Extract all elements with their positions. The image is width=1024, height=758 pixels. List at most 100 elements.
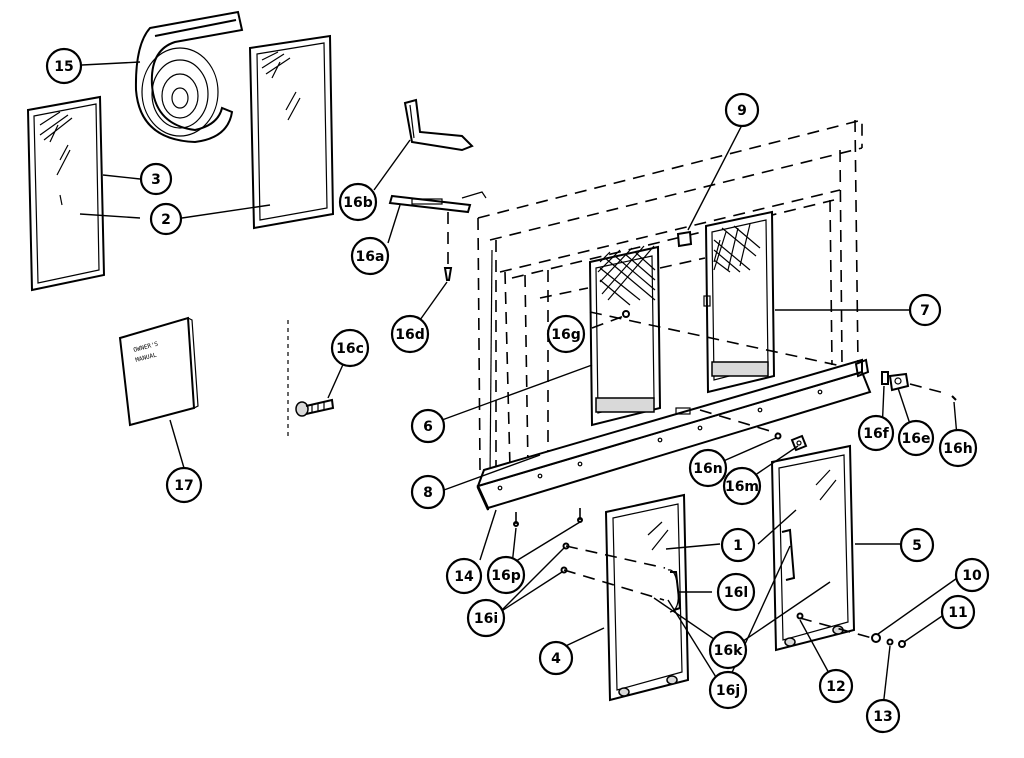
callout-6: 6: [410, 408, 446, 444]
latch-parts: [699, 409, 808, 452]
callout-16m: 16m: [722, 466, 762, 506]
callout-12: 12: [818, 668, 854, 704]
callout-number: 2: [161, 212, 171, 228]
callout-circle: [857, 414, 895, 452]
callout-number: 15: [54, 59, 73, 75]
callout-circle: [538, 640, 574, 676]
callout-number: 16l: [724, 585, 748, 601]
callout-circle: [350, 236, 390, 276]
callout-number: 1: [733, 538, 743, 554]
callout-number: 7: [920, 303, 930, 319]
callout-number: 9: [737, 103, 747, 119]
callout-circle: [165, 466, 203, 504]
mesh-screen-left: [588, 245, 662, 427]
callout-16h: 16h: [938, 428, 978, 468]
gasket-roll: [134, 10, 244, 144]
callout-16e: 16e: [897, 419, 935, 457]
callout-circle: [720, 527, 756, 563]
callout-number: 16h: [943, 441, 972, 457]
callout-16a: 16a: [350, 236, 390, 276]
callout-number: 5: [912, 538, 922, 554]
callout-circle: [908, 293, 942, 327]
bracket-upper: [403, 98, 474, 152]
callout-circle: [897, 419, 935, 457]
callout-15: 15: [45, 47, 83, 85]
callout-circle: [149, 202, 183, 236]
callout-number: 16b: [343, 195, 373, 211]
callout-number: 16p: [491, 568, 521, 584]
screw-small: [443, 212, 453, 281]
callout-circle: [865, 698, 901, 734]
callout-number: 16c: [336, 341, 364, 357]
callout-circle: [899, 527, 935, 563]
callout-number: 16e: [902, 431, 931, 447]
callout-number: 6: [423, 419, 433, 435]
callout-number: 16a: [356, 249, 385, 265]
callout-1: 1: [720, 527, 756, 563]
callout-number: 14: [454, 569, 474, 585]
callout-circle: [330, 328, 370, 368]
callout-9: 9: [724, 92, 760, 128]
callout-16k: 16k: [708, 630, 748, 670]
glass-panel-left: [26, 95, 106, 292]
hinge-hardware: [881, 371, 957, 401]
bottom-rail: [476, 358, 872, 511]
callout-number: 16j: [716, 683, 740, 699]
callout-circle: [954, 557, 990, 593]
callout-circle: [390, 314, 430, 354]
callout-circle: [724, 92, 760, 128]
callout-circle: [45, 47, 83, 85]
callout-16n: 16n: [688, 448, 728, 488]
callout-8: 8: [410, 474, 446, 510]
callout-circle: [708, 630, 748, 670]
glass-door-right: [770, 444, 856, 652]
screen-bolt: [591, 310, 630, 329]
callout-16l: 16l: [716, 572, 756, 612]
callout-number: 16d: [395, 327, 425, 343]
callout-16i: 16i: [466, 598, 506, 638]
callout-number: 8: [423, 485, 433, 501]
fireplace-frame: [477, 118, 863, 479]
callout-17: 17: [165, 466, 203, 504]
callout-circle: [722, 466, 762, 506]
bracket-lower: [388, 191, 487, 214]
callout-circle: [139, 162, 173, 196]
mesh-screen-right: [703, 210, 776, 394]
callout-number: 4: [551, 651, 561, 667]
callout-3: 3: [139, 162, 173, 196]
callout-2: 2: [149, 202, 183, 236]
callout-7: 7: [908, 293, 942, 327]
callout-number: 3: [151, 172, 161, 188]
callout-circle: [445, 557, 483, 595]
door-pins: [871, 633, 906, 648]
callout-number: 10: [962, 568, 982, 584]
callout-10: 10: [954, 557, 990, 593]
callout-circle: [716, 572, 756, 612]
callout-16c: 16c: [330, 328, 370, 368]
callout-circle: [486, 555, 526, 595]
callout-number: 16m: [725, 479, 759, 495]
callout-number: 13: [873, 709, 892, 725]
callout-16f: 16f: [857, 414, 895, 452]
callout-number: 12: [826, 679, 845, 695]
callout-circle: [708, 670, 748, 710]
callout-number: 16i: [474, 611, 498, 627]
callout-circle: [940, 594, 976, 630]
callout-16p: 16p: [486, 555, 526, 595]
callout-circle: [410, 474, 446, 510]
callout-number: 16k: [714, 643, 743, 659]
callout-number: 17: [174, 478, 193, 494]
callout-circle: [546, 314, 586, 354]
callout-16b: 16b: [338, 182, 378, 222]
screw-large: [287, 320, 335, 440]
callout-circle: [688, 448, 728, 488]
callout-circle: [818, 668, 854, 704]
callout-number: 16f: [863, 426, 889, 442]
frame-clip: [676, 230, 693, 248]
callout-13: 13: [865, 698, 901, 734]
callout-number: 16n: [693, 461, 722, 477]
callout-16g: 16g: [546, 314, 586, 354]
